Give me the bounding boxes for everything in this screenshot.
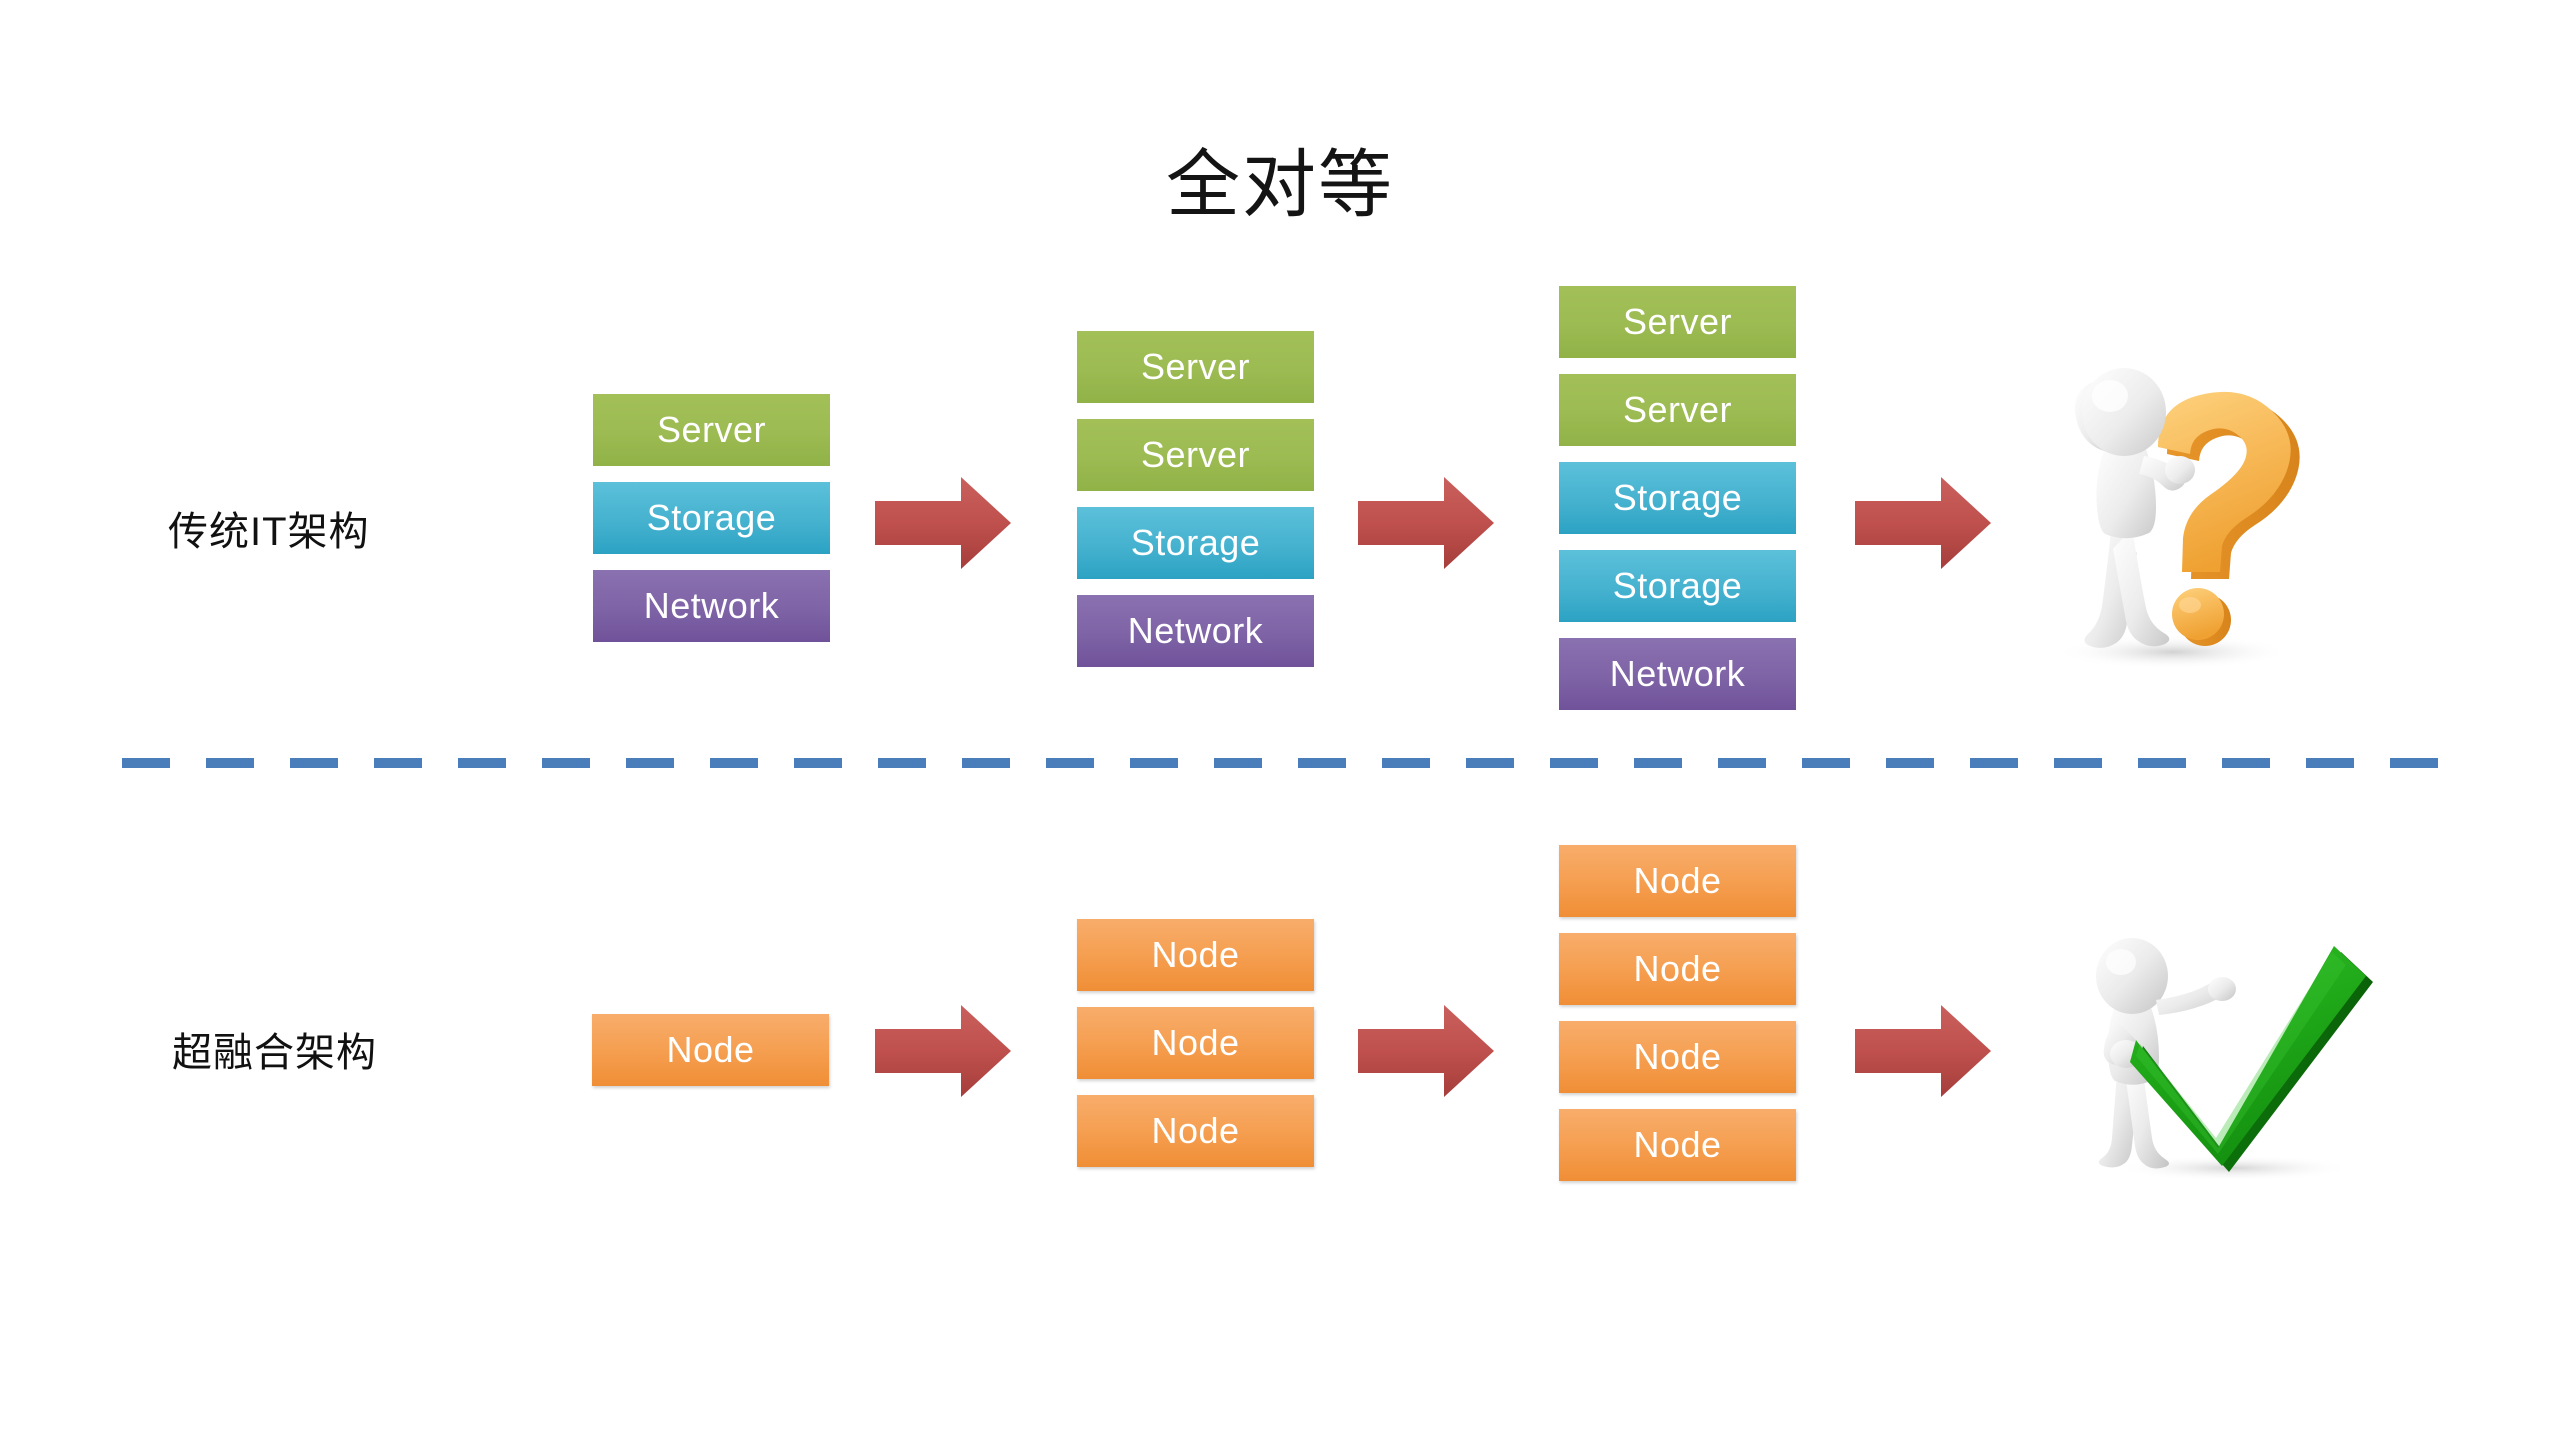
green-check-figure-icon — [2096, 938, 2373, 1180]
arrow-right-icon — [875, 477, 1011, 569]
box-node[interactable]: Node — [1559, 1109, 1796, 1181]
section-divider — [122, 758, 2444, 768]
stack-traditional-2: Server Server Storage Network — [1077, 331, 1314, 667]
box-node[interactable]: Node — [1559, 933, 1796, 1005]
box-node[interactable]: Node — [1077, 1007, 1314, 1079]
box-node[interactable]: Node — [592, 1014, 829, 1086]
page-title: 全对等 — [1166, 143, 1394, 226]
box-server[interactable]: Server — [1559, 374, 1796, 446]
stack-traditional-3: Server Server Storage Storage Network — [1559, 286, 1796, 710]
box-node[interactable]: Node — [1077, 1095, 1314, 1167]
stack-hyperconverged-1: Node — [592, 1014, 829, 1086]
stack-hyperconverged-2: Node Node Node — [1077, 919, 1314, 1167]
box-server[interactable]: Server — [593, 394, 830, 466]
box-server[interactable]: Server — [1077, 331, 1314, 403]
arrow-right-icon — [1855, 477, 1991, 569]
box-network[interactable]: Network — [1559, 638, 1796, 710]
box-storage[interactable]: Storage — [1559, 550, 1796, 622]
arrow-right-icon — [1855, 1005, 1991, 1097]
arrow-right-icon — [1358, 477, 1494, 569]
row-label-traditional: 传统IT架构 — [168, 510, 370, 554]
box-storage[interactable]: Storage — [593, 482, 830, 554]
arrow-right-icon — [875, 1005, 1011, 1097]
arrow-right-icon — [1358, 1005, 1494, 1097]
box-storage[interactable]: Storage — [1077, 507, 1314, 579]
box-server[interactable]: Server — [1559, 286, 1796, 358]
box-storage[interactable]: Storage — [1559, 462, 1796, 534]
stack-hyperconverged-3: Node Node Node Node — [1559, 845, 1796, 1181]
box-node[interactable]: Node — [1559, 1021, 1796, 1093]
stack-traditional-1: Server Storage Network — [593, 394, 830, 642]
box-node[interactable]: Node — [1077, 919, 1314, 991]
question-mark-figure-icon — [2055, 368, 2300, 669]
box-network[interactable]: Network — [593, 570, 830, 642]
box-server[interactable]: Server — [1077, 419, 1314, 491]
box-node[interactable]: Node — [1559, 845, 1796, 917]
row-label-hyperconverged: 超融合架构 — [172, 1031, 377, 1075]
box-network[interactable]: Network — [1077, 595, 1314, 667]
